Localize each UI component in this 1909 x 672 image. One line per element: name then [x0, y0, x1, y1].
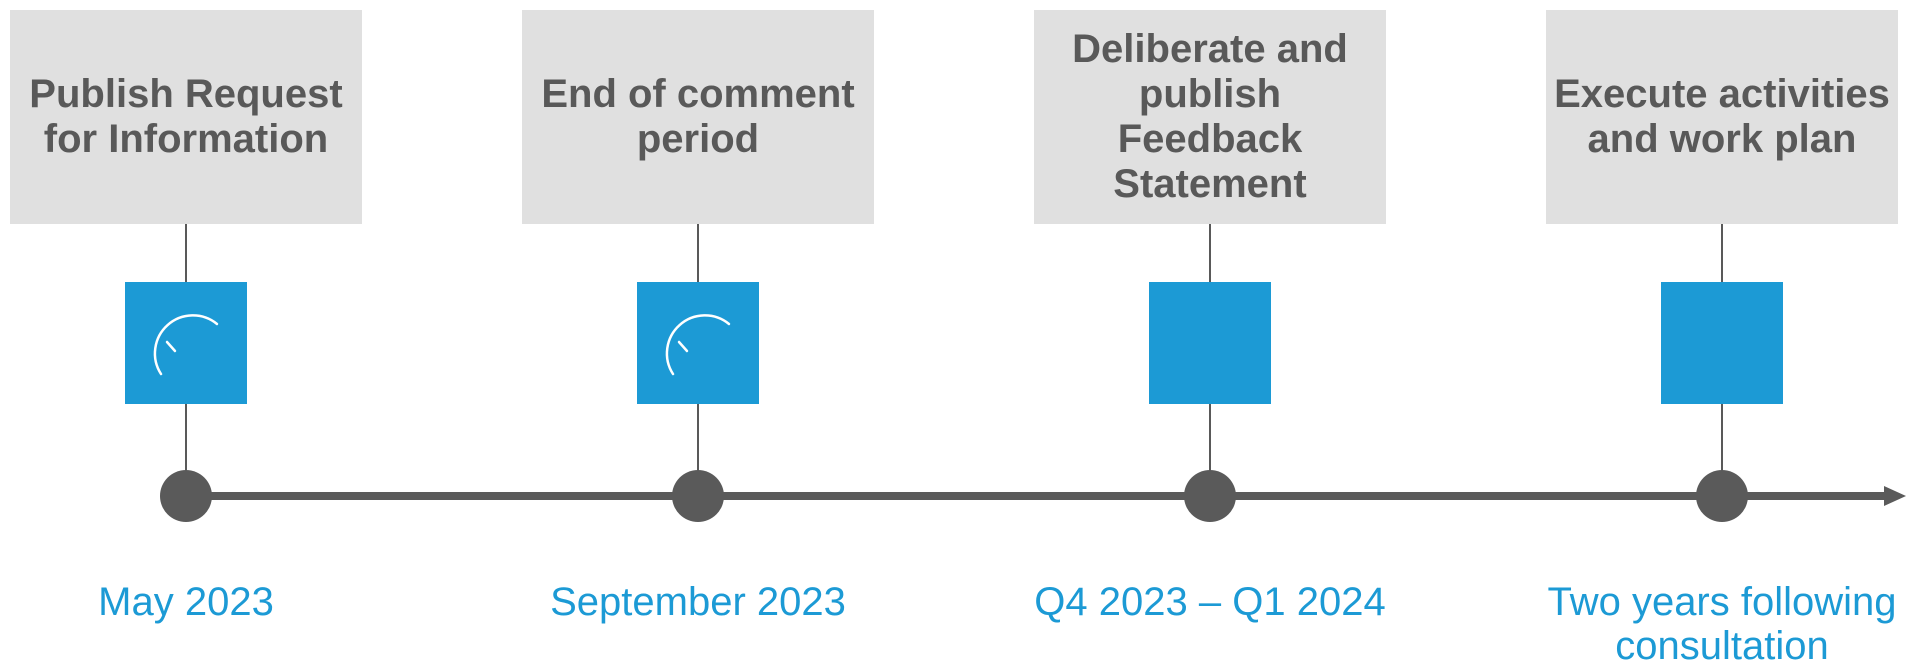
gauge-icon	[153, 314, 219, 376]
timeline-dot	[1184, 470, 1236, 522]
milestone-title: End of comment period	[541, 72, 855, 161]
milestone-title-box: Publish Request for Information	[10, 10, 362, 224]
arrow-right-icon	[1884, 486, 1906, 506]
connector-line	[1209, 404, 1211, 474]
milestone-title: Execute activities and work plan	[1554, 72, 1890, 161]
milestone-1: Publish Request for Information May 2023	[10, 0, 362, 672]
milestone-4: Execute activities and work plan Two yea…	[1546, 0, 1898, 672]
connector-line	[1209, 224, 1211, 282]
timeline-dot	[672, 470, 724, 522]
connector-line	[697, 404, 699, 474]
milestone-marker	[125, 282, 247, 404]
milestone-3: Deliberate and publish Feedback Statemen…	[1034, 0, 1386, 672]
milestone-date: September 2023	[550, 580, 846, 624]
gauge-icon	[665, 314, 731, 376]
milestone-marker	[637, 282, 759, 404]
milestone-title-box: Deliberate and publish Feedback Statemen…	[1034, 10, 1386, 224]
timeline-dot	[160, 470, 212, 522]
connector-line	[185, 224, 187, 282]
milestone-marker	[1149, 282, 1271, 404]
milestone-2: End of comment period September 2023	[522, 0, 874, 672]
milestone-title: Publish Request for Information	[29, 72, 343, 161]
milestone-date: Two years following consultation	[1547, 580, 1897, 668]
milestone-marker	[1661, 282, 1783, 404]
timeline-dot	[1696, 470, 1748, 522]
connector-line	[697, 224, 699, 282]
connector-line	[185, 404, 187, 474]
milestone-date: May 2023	[98, 580, 274, 624]
timeline-axis	[186, 492, 1886, 500]
milestone-title-box: Execute activities and work plan	[1546, 10, 1898, 224]
milestone-date: Q4 2023 – Q1 2024	[1034, 580, 1386, 624]
milestone-title-box: End of comment period	[522, 10, 874, 224]
connector-line	[1721, 224, 1723, 282]
connector-line	[1721, 404, 1723, 474]
milestone-title: Deliberate and publish Feedback Statemen…	[1072, 27, 1348, 206]
